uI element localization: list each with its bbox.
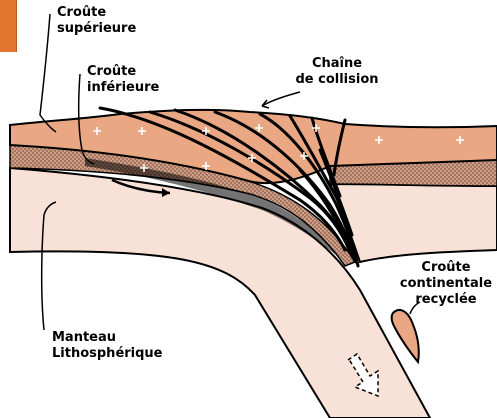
label-recycled-crust: Croûte continentale recyclée xyxy=(394,260,497,308)
label-upper-crust-line-1: Croûte xyxy=(57,5,136,21)
label-recycled-line-2: continentale xyxy=(394,276,497,292)
label-mantle: Manteau Lithosphérique xyxy=(52,330,163,362)
label-mantle-line-1: Manteau xyxy=(52,330,163,346)
leader-upper-crust xyxy=(40,14,56,132)
label-upper-crust: Croûte supérieure xyxy=(57,5,136,37)
label-upper-crust-line-2: supérieure xyxy=(57,21,136,37)
label-lower-crust: Croûte inférieure xyxy=(87,64,159,96)
label-mantle-line-2: Lithosphérique xyxy=(52,346,163,362)
leader-collision xyxy=(262,92,300,106)
label-collision-chain: Chaîne de collision xyxy=(282,56,392,88)
label-lower-crust-line-1: Croûte xyxy=(87,64,159,80)
label-collision-line-2: de collision xyxy=(282,72,392,88)
label-recycled-line-3: recyclée xyxy=(394,292,497,308)
label-lower-crust-line-2: inférieure xyxy=(87,80,159,96)
label-collision-line-1: Chaîne xyxy=(282,56,392,72)
label-recycled-line-1: Croûte xyxy=(394,260,497,276)
